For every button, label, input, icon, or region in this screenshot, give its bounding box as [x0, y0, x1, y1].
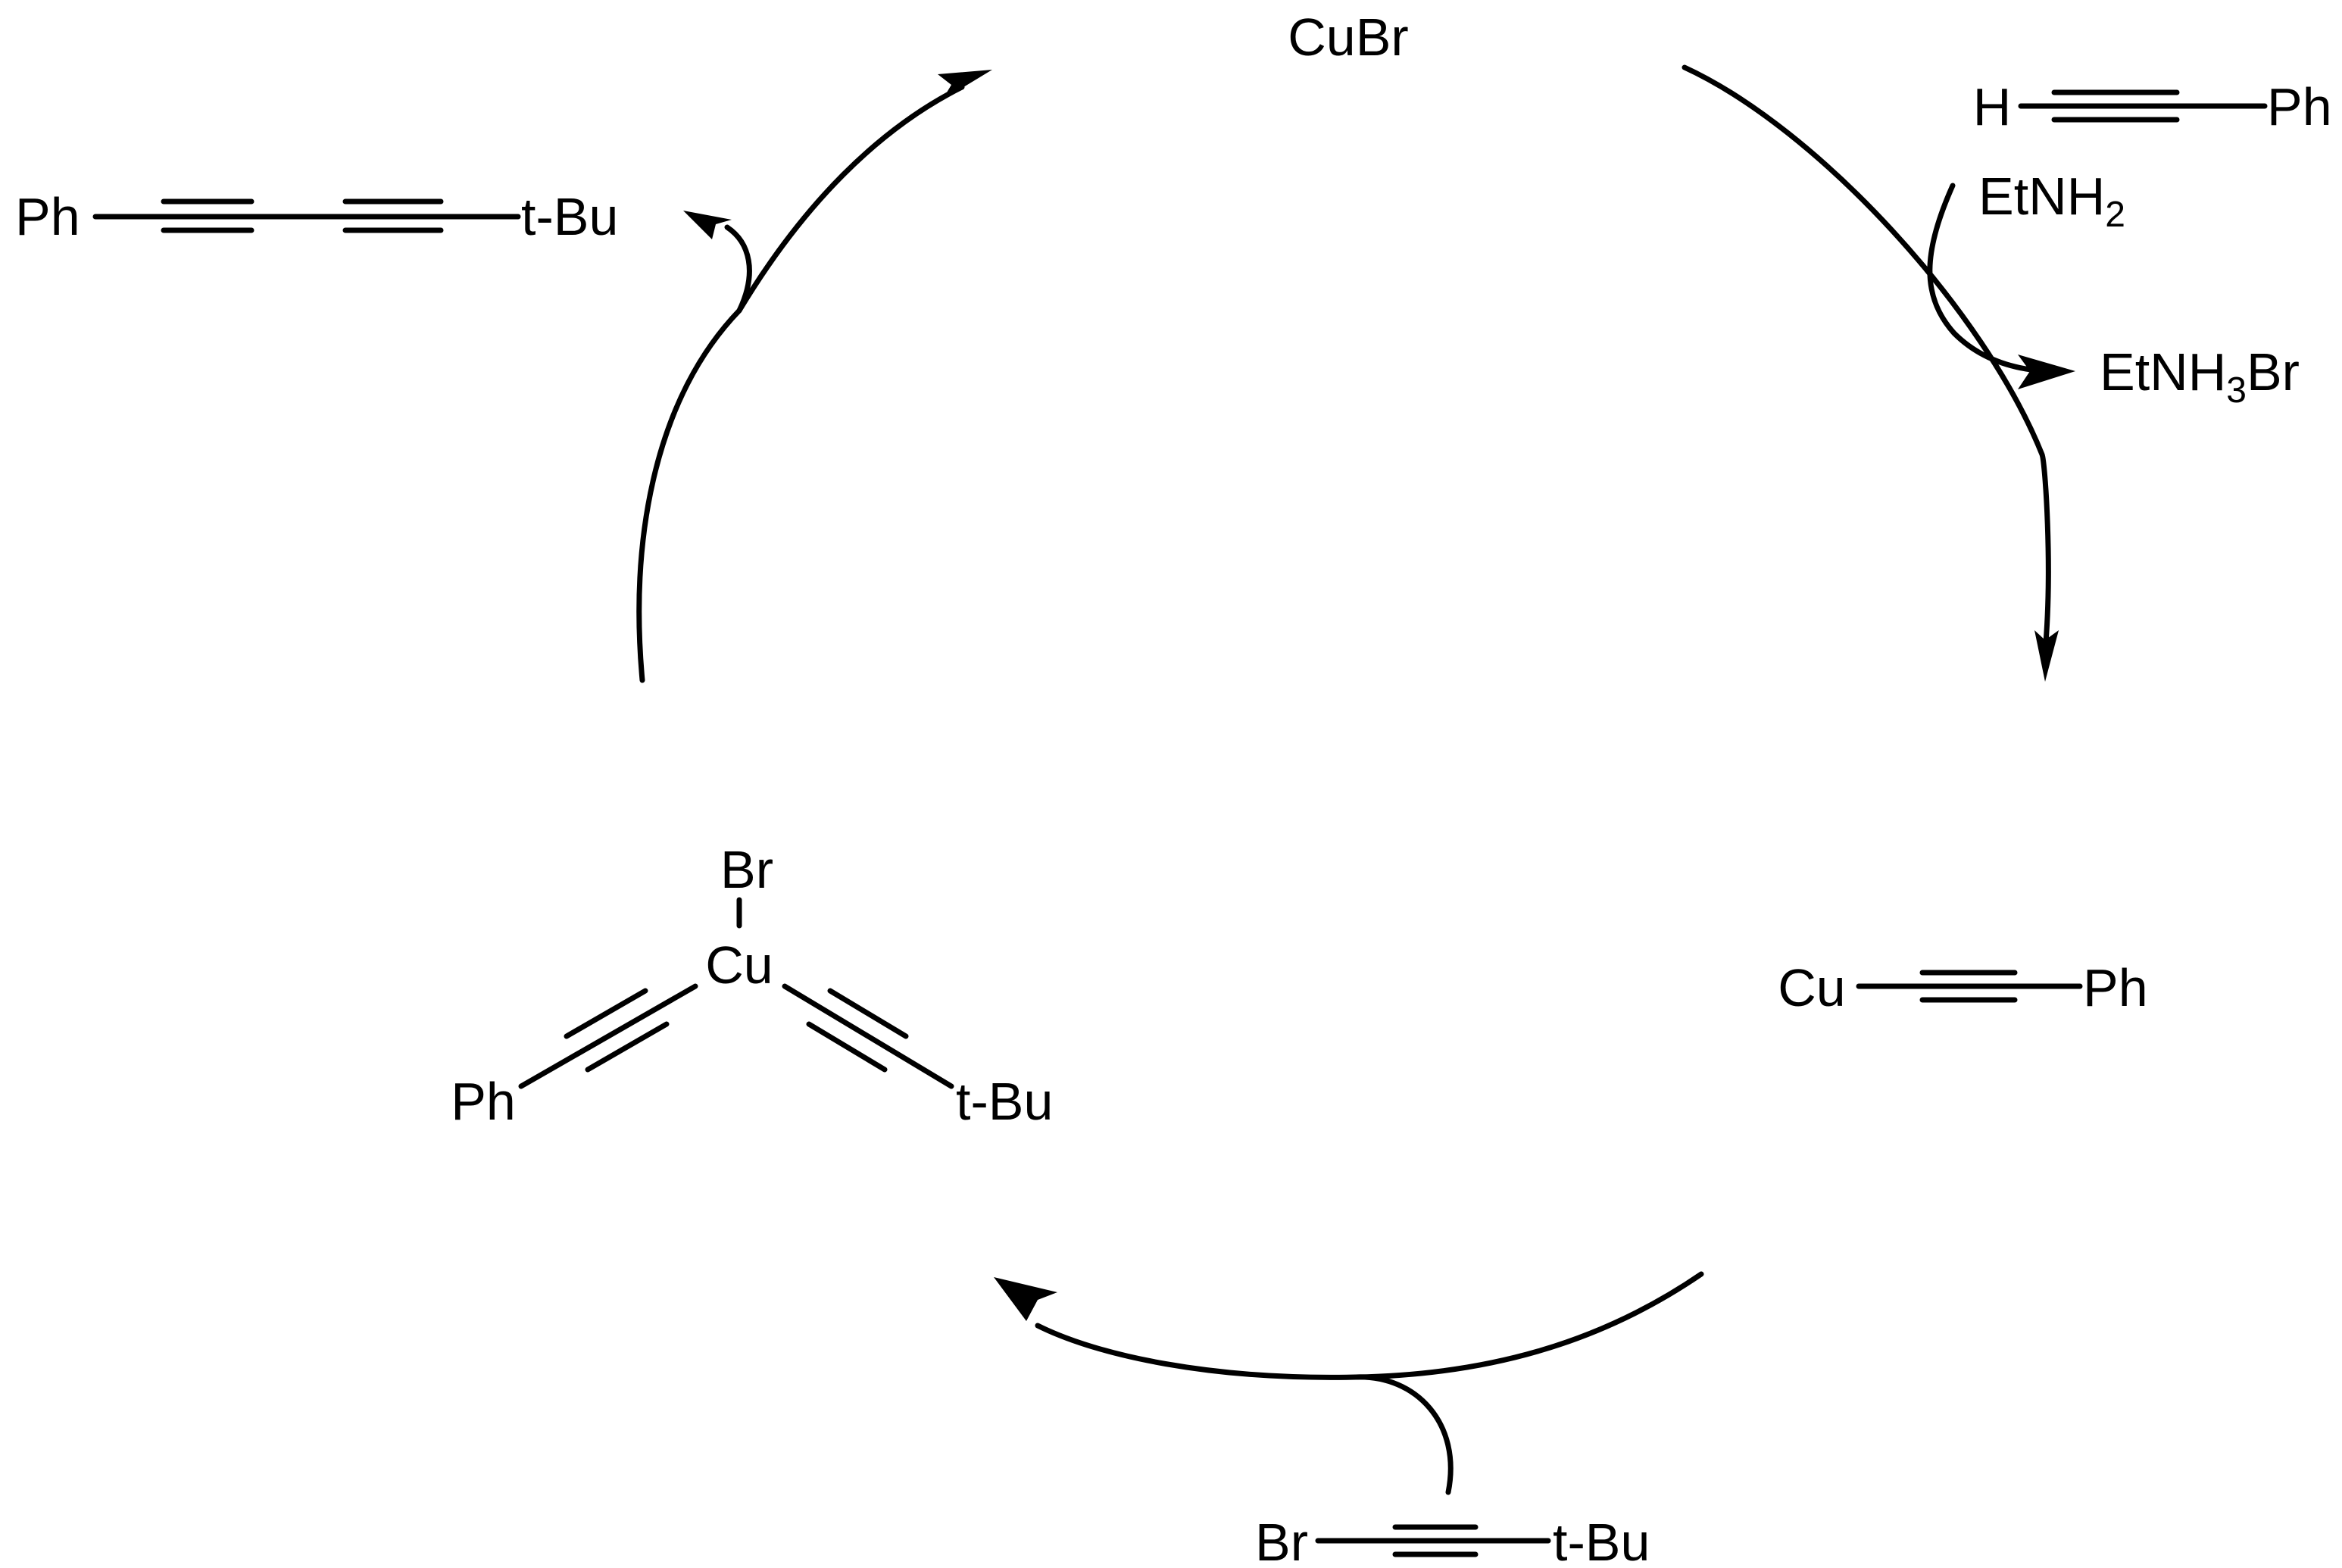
cu-intermediate-tbu: t-Bu [956, 1072, 1053, 1131]
arrowhead-product [683, 211, 732, 239]
bromoalkyne-br: Br [1255, 1513, 1308, 1568]
bromoalkyne-bonds [1315, 1524, 1551, 1557]
arrowhead-right [2034, 630, 2059, 682]
bromoalkyne-tbu: t-Bu [1553, 1513, 1650, 1568]
cycle-arrow-right [1682, 64, 2051, 654]
arrowhead-bottom [994, 1277, 1057, 1321]
reagent-alkyne-h: H [1973, 77, 2012, 136]
arrowhead-left [938, 70, 992, 100]
cu-intermediate-cu: Cu [705, 935, 773, 995]
product-diyne-bonds [92, 198, 521, 233]
cu-intermediate-br: Br [720, 840, 773, 899]
product-ph: Ph [15, 187, 80, 246]
byproduct-label: EtNH3Br [2100, 342, 2300, 411]
side-arrow-deprotonation [1927, 183, 2048, 374]
cu-intermediate-ph: Ph [451, 1072, 516, 1131]
copper-acetylide-ph: Ph [2083, 958, 2148, 1017]
reagent-base-sub: 2 [2105, 195, 2125, 235]
side-arrow-bromoalkyne [1353, 1374, 1454, 1495]
catalyst-label: CuBr [1288, 8, 1408, 67]
reagent-base: EtNH2 [1978, 167, 2125, 235]
cu-intermediate-bonds [518, 897, 954, 1089]
cycle-arrow-bottom [1035, 1271, 1704, 1380]
copper-acetylide-cu: Cu [1778, 958, 1845, 1017]
copper-acetylide-bonds [1856, 970, 2083, 1003]
side-arrow-product [724, 224, 752, 314]
reagent-base-text: EtNH [1978, 167, 2105, 226]
reagent-alkyne-ph: Ph [2267, 77, 2332, 136]
byproduct-sub: 3 [2226, 370, 2247, 411]
reagent-alkyne-bonds [2018, 89, 2268, 123]
arrowhead-byproduct [2018, 355, 2075, 389]
product-tbu: t-Bu [521, 187, 618, 246]
cycle-arrow-left [636, 84, 965, 683]
byproduct-pre: EtNH [2100, 342, 2226, 401]
byproduct-post: Br [2247, 342, 2300, 401]
